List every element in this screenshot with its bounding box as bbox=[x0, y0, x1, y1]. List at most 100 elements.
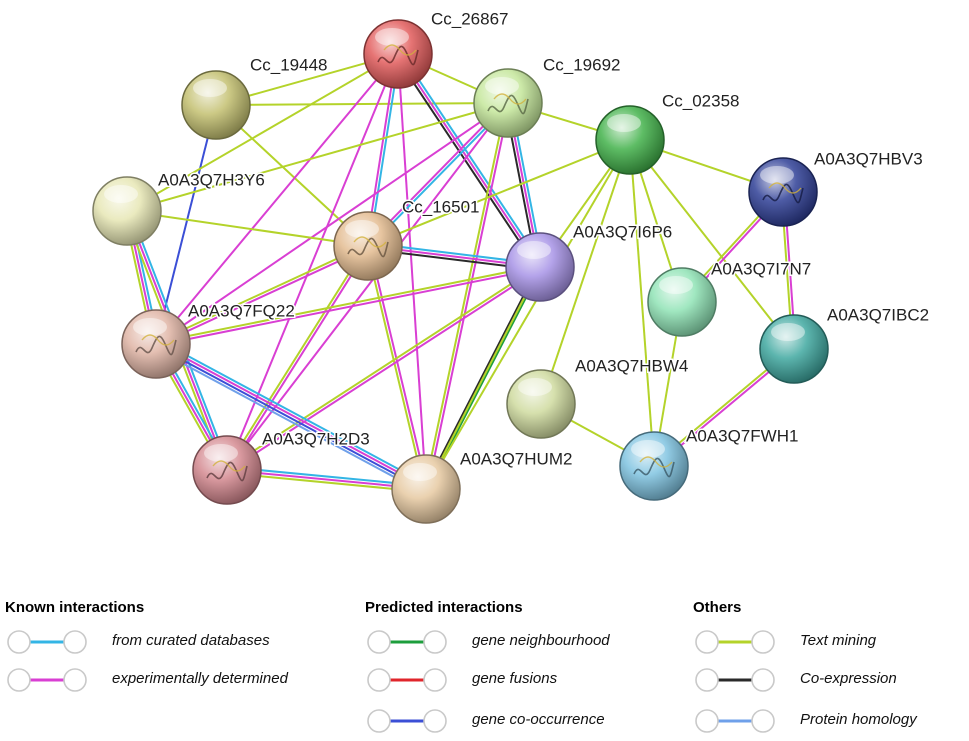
protein-helix-icon bbox=[768, 182, 802, 194]
node-highlight bbox=[659, 276, 693, 294]
node-cc19448[interactable]: Cc_19448 bbox=[181, 54, 329, 140]
legend-label-homology: Protein homology bbox=[800, 711, 917, 728]
node-fq22[interactable]: A0A3Q7FQ22 bbox=[121, 300, 296, 379]
node-label-ibc2: A0A3Q7IBC2 bbox=[827, 305, 929, 324]
node-ball-cc16501[interactable] bbox=[333, 211, 403, 281]
edge-cc26867-hum2 bbox=[397, 53, 427, 490]
protein-helix-icon bbox=[353, 236, 387, 248]
node-label-cc19692: Cc_19692 bbox=[543, 55, 621, 74]
edge-i6p6-hum2 bbox=[425, 266, 541, 490]
edge-line-textmining bbox=[155, 264, 540, 344]
edge-line-textmining bbox=[154, 243, 368, 344]
legend-label-curated: from curated databases bbox=[112, 632, 270, 649]
edge-line-textmining bbox=[225, 264, 540, 470]
legend-swatch-coexpression bbox=[695, 668, 775, 692]
node-i6p6[interactable]: A0A3Q7I6P6 bbox=[505, 221, 674, 302]
node-ball-h2d3[interactable] bbox=[192, 435, 262, 505]
node-cc26867[interactable]: Cc_26867 bbox=[363, 8, 510, 89]
node-highlight bbox=[133, 318, 167, 336]
protein-structure-icon bbox=[762, 183, 804, 204]
edge-cc02358-fwh1 bbox=[629, 139, 655, 467]
node-i7n7[interactable]: A0A3Q7I7N7 bbox=[647, 258, 813, 337]
edge-cc16501-h2d3 bbox=[224, 244, 371, 472]
node-highlight bbox=[760, 166, 794, 184]
node-label-cc19448: Cc_19448 bbox=[250, 55, 328, 74]
protein-structure-icon bbox=[377, 45, 419, 66]
edge-line-experimental bbox=[156, 267, 541, 347]
node-ball-cc26867[interactable] bbox=[363, 19, 433, 89]
edge-line-textmining bbox=[425, 266, 541, 490]
node-highlight bbox=[518, 378, 552, 396]
node-ball-cc19692[interactable] bbox=[473, 68, 543, 138]
node-label-fwh1: A0A3Q7FWH1 bbox=[686, 426, 798, 445]
edge-fq22-hum2 bbox=[153, 339, 429, 494]
legend-label-textmining: Text mining bbox=[800, 632, 877, 649]
node-ball-hum2[interactable] bbox=[391, 454, 461, 524]
edge-line-experimental bbox=[426, 103, 511, 490]
legend-swatch-homology bbox=[695, 709, 775, 733]
node-ball-hbv3[interactable] bbox=[748, 157, 818, 227]
legend-swatch-cooccurrence bbox=[367, 709, 447, 733]
node-cc19692[interactable]: Cc_19692 bbox=[473, 54, 622, 138]
edge-line-textmining bbox=[367, 139, 631, 247]
node-highlight bbox=[104, 185, 138, 203]
edge-cc19692-fq22 bbox=[155, 102, 509, 345]
edge-line-textmining bbox=[425, 139, 631, 490]
node-label-cc02358: Cc_02358 bbox=[662, 91, 740, 110]
node-h2d3[interactable]: A0A3Q7H2D3 bbox=[192, 428, 371, 505]
node-label-fq22: A0A3Q7FQ22 bbox=[188, 301, 295, 320]
node-h3y6[interactable]: A0A3Q7H3Y6 bbox=[92, 169, 266, 246]
edge-line-textmining bbox=[126, 102, 509, 212]
protein-helix-icon bbox=[493, 93, 527, 105]
node-ball-ibc2[interactable] bbox=[759, 314, 829, 384]
edge-line-experimental bbox=[227, 267, 542, 473]
node-highlight bbox=[631, 440, 665, 458]
node-label-hbv3: A0A3Q7HBV3 bbox=[814, 149, 923, 168]
node-ball-i7n7[interactable] bbox=[647, 267, 717, 337]
node-ball-cc19448[interactable] bbox=[181, 70, 251, 140]
node-ball-fwh1[interactable] bbox=[619, 431, 689, 501]
edge-line-curated bbox=[157, 339, 429, 486]
edge-line-curated bbox=[399, 51, 544, 266]
edge-line-experimental bbox=[227, 246, 371, 472]
protein-helix-icon bbox=[141, 334, 175, 346]
node-ball-h3y6[interactable] bbox=[92, 176, 162, 246]
edge-cc02358-hum2 bbox=[425, 139, 631, 490]
node-highlight bbox=[345, 220, 379, 238]
node-ball-hbw4[interactable] bbox=[506, 369, 576, 439]
legend-others-title: Others bbox=[693, 599, 742, 616]
node-fwh1[interactable]: A0A3Q7FWH1 bbox=[619, 425, 800, 501]
edge-line-experimental bbox=[155, 102, 509, 345]
edge-h3y6-cc16501 bbox=[126, 210, 369, 247]
edge-cc19448-cc19692 bbox=[215, 102, 509, 106]
edge-line-homology bbox=[153, 347, 425, 494]
edge-line-textmining bbox=[423, 102, 508, 489]
node-label-h3y6: A0A3Q7H3Y6 bbox=[158, 170, 265, 189]
edge-line-textmining bbox=[365, 246, 426, 490]
edge-line-experimental bbox=[226, 53, 399, 471]
node-label-cc16501: Cc_16501 bbox=[402, 197, 480, 216]
node-hbw4[interactable]: A0A3Q7HBW4 bbox=[506, 355, 690, 439]
node-highlight bbox=[517, 241, 551, 259]
node-ball-i6p6[interactable] bbox=[505, 232, 575, 302]
node-ball-cc02358[interactable] bbox=[595, 105, 665, 175]
node-hbv3[interactable]: A0A3Q7HBV3 bbox=[748, 148, 924, 227]
node-cc16501[interactable]: Cc_16501 bbox=[333, 196, 481, 281]
node-highlight bbox=[771, 323, 805, 341]
edge-line-textmining bbox=[629, 139, 655, 467]
node-hum2[interactable]: A0A3Q7HUM2 bbox=[391, 448, 574, 524]
protein-structure-icon bbox=[487, 94, 529, 115]
edge-line-experimental bbox=[397, 53, 427, 490]
protein-structure-icon bbox=[633, 457, 675, 478]
edge-i6p6-fq22 bbox=[155, 264, 541, 347]
edge-line-experimental bbox=[155, 53, 399, 345]
node-ball-fq22[interactable] bbox=[121, 309, 191, 379]
edge-cc02358-ibc2 bbox=[629, 139, 795, 350]
legend-label-experimental: experimentally determined bbox=[112, 670, 288, 687]
legend-known-title: Known interactions bbox=[5, 599, 145, 616]
legend-label-coexpression: Co-expression bbox=[800, 670, 897, 687]
node-cc02358[interactable]: Cc_02358 bbox=[595, 90, 741, 175]
edge-cc26867-i6p6 bbox=[394, 51, 544, 270]
node-ibc2[interactable]: A0A3Q7IBC2 bbox=[759, 304, 931, 384]
